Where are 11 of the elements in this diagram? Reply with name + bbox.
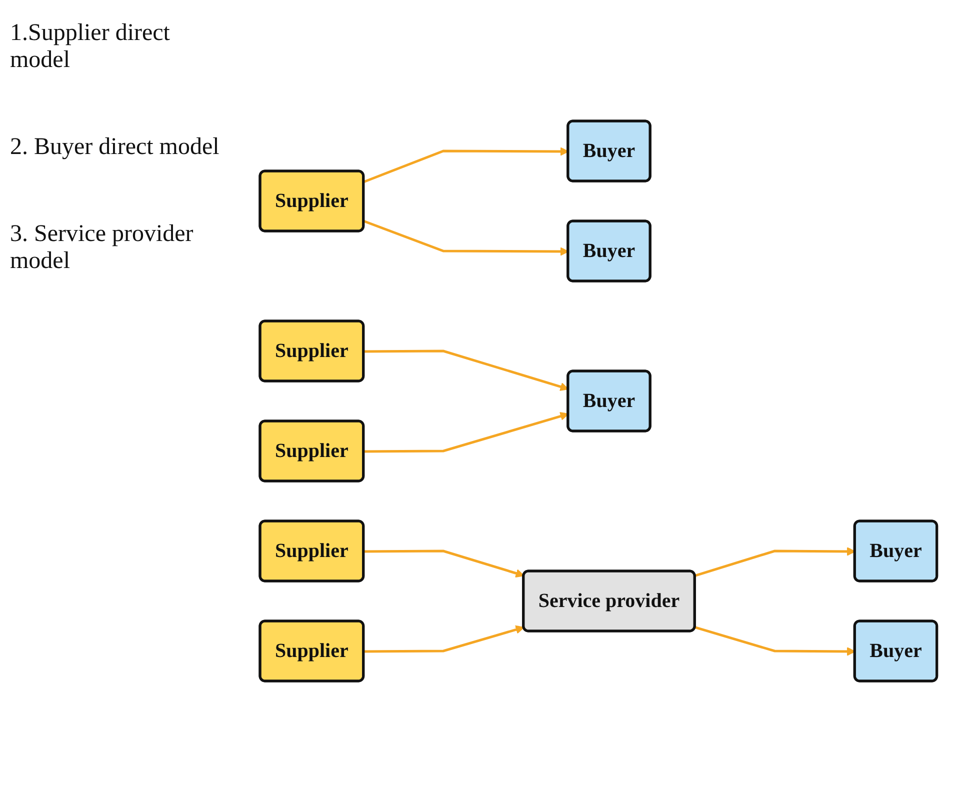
arrow	[362, 146, 568, 183]
section-heading: 3. Service provider model	[10, 221, 194, 275]
arrow	[363, 624, 524, 652]
section-heading: 2. Buyer direct model	[10, 134, 220, 161]
arrow	[363, 411, 568, 452]
arrow	[363, 219, 568, 256]
arrow	[363, 549, 524, 578]
section-heading: 1.Supplier direct model	[10, 20, 171, 74]
arrow	[363, 349, 568, 390]
arrow	[694, 626, 856, 656]
arrow	[694, 546, 856, 576]
